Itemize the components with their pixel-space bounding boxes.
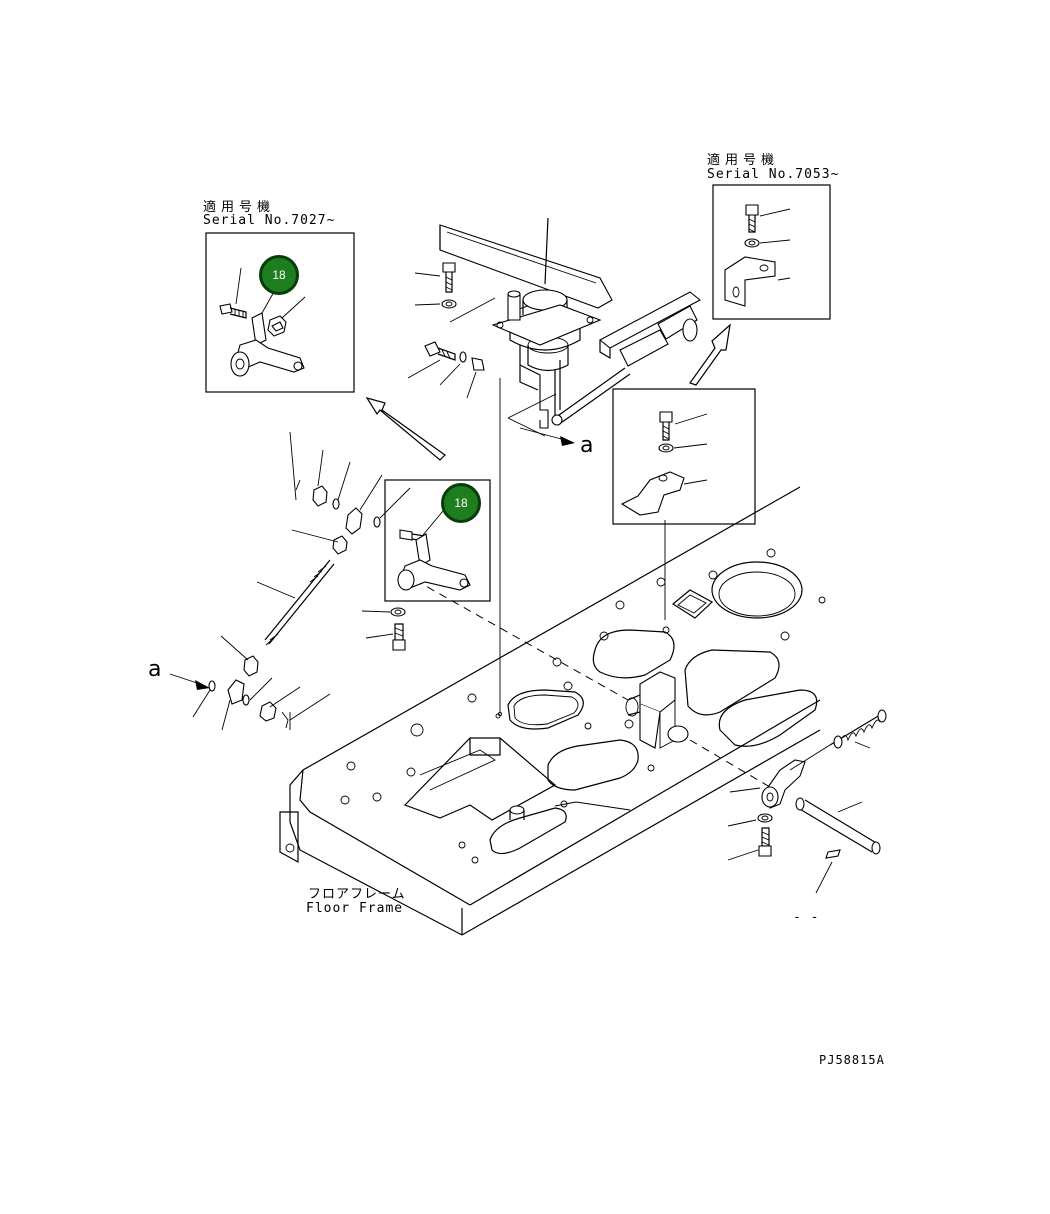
inset-arrow-right [689,323,731,386]
right-side-parts [554,709,887,894]
floor-frame-plate [279,486,826,936]
tail-mark: - - [793,910,820,925]
inset-box-center [384,479,491,602]
left-linkage-parts [169,431,411,731]
pedal-bolts [407,262,485,399]
inset-box-middle-right [612,388,756,525]
view-arrow-right [519,427,575,446]
inset-box-right [712,184,831,320]
view-marker-left: a [148,657,162,682]
serial-left-jp: 適用号機 [203,200,276,215]
linkage-dashed-lines [414,378,776,791]
inset-box-left [205,232,355,393]
serial-right-en: Serial No.7053~ [707,167,840,182]
ref-badge-upper[interactable]: 18 [259,255,299,295]
pedal-assembly [439,217,701,437]
floor-frame-en: Floor Frame [306,901,404,916]
floor-frame-jp: フロアフレーム [308,887,406,902]
view-marker-right: a [580,433,594,458]
inset-arrow-left [365,397,446,461]
serial-right-jp: 適用号機 [707,153,780,168]
ref-badge-center[interactable]: 18 [441,483,481,523]
drawing-code: PJ58815A [819,1053,885,1067]
serial-left-en: Serial No.7027~ [203,213,336,228]
